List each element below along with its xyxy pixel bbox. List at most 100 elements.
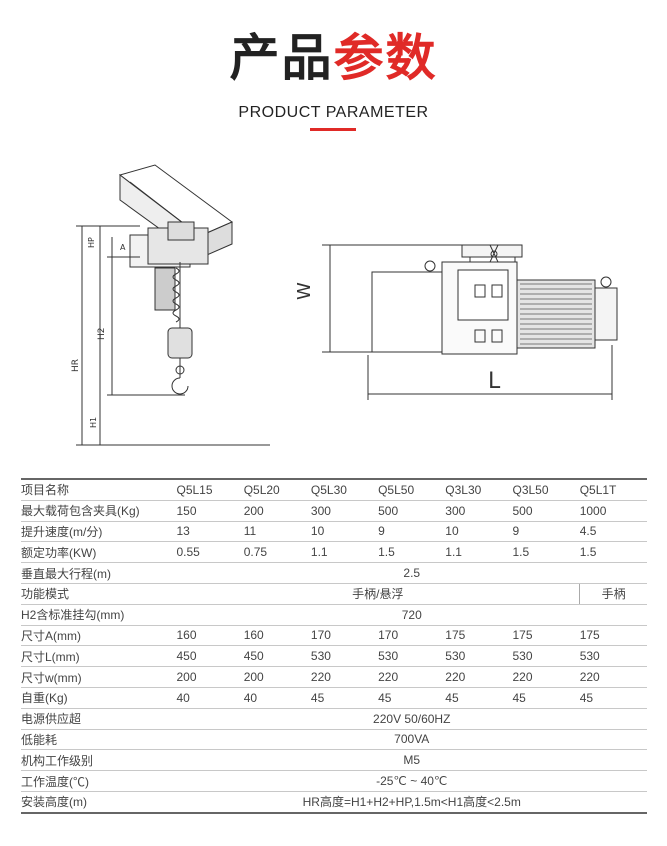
table-cell: 160 (176, 625, 244, 647)
dim-label-hp: HP (87, 237, 96, 248)
dim-label-hr: HR (71, 359, 81, 372)
table-cell: 200 (243, 500, 311, 522)
dim-label-h2: H2 (97, 328, 107, 341)
table-cell: 300 (310, 500, 379, 522)
table-cell: 530 (310, 645, 379, 668)
table-cell: Q3L30 (445, 477, 513, 501)
row-label: 安装高度(m) (21, 791, 177, 814)
row-label: 垂直最大行程(m) (21, 562, 177, 584)
table-cell: 10 (310, 521, 379, 543)
table-cell: 9 (512, 521, 580, 543)
table-cell: 10 (445, 521, 513, 543)
row-label: 尺寸L(mm) (21, 645, 177, 668)
table-cell: Q5L15 (176, 477, 244, 501)
table-cell: 160 (243, 625, 311, 647)
table-cell: 1.1 (310, 541, 379, 564)
table-cell-merged: HR高度=H1+H2+HP,1.5m<H1高度<2.5m (176, 791, 647, 814)
table-cell: 175 (445, 625, 513, 647)
table-cell-merged: 220V 50/60HZ (176, 708, 647, 730)
table-row: H2含标准挂勾(mm)720 (21, 604, 647, 626)
table-cell: 500 (378, 500, 446, 522)
table-cell: 175 (579, 625, 647, 647)
table-cell: Q5L1T (579, 477, 647, 501)
table-cell: Q5L20 (243, 477, 311, 501)
row-label: 额定功率(KW) (21, 541, 177, 564)
dim-label-a: A (120, 243, 126, 252)
table-cell: 170 (378, 625, 446, 647)
table-cell: 0.55 (176, 541, 244, 564)
table-cell: 11 (243, 521, 311, 543)
side-view-drawing: HP A H2 HR H1 (71, 164, 270, 446)
table-cell: 220 (378, 666, 446, 688)
table-cell: Q3L50 (512, 477, 580, 501)
row-label: 自重(Kg) (21, 687, 177, 709)
table-cell: 1000 (579, 500, 647, 522)
table-cell: 450 (243, 645, 311, 668)
row-label: 机构工作级别 (21, 749, 177, 772)
table-cell: 220 (310, 666, 379, 688)
table-cell: 40 (176, 687, 244, 709)
page-title: 产品参数 (0, 28, 667, 88)
title-part-1: 产品 (229, 29, 334, 87)
table-cell: 175 (512, 625, 580, 647)
table-cell: 200 (176, 666, 244, 688)
table-cell: 45 (310, 687, 379, 709)
table-row: 功能模式手柄/悬浮手柄 (21, 583, 647, 605)
table-cell: 1.5 (579, 541, 647, 564)
table-cell: 45 (445, 687, 513, 709)
row-label: 尺寸A(mm) (21, 625, 177, 647)
table-cell: 40 (243, 687, 311, 709)
table-cell: 0.75 (243, 541, 311, 564)
table-cell: Q5L50 (378, 477, 446, 501)
table-cell: Q5L30 (310, 477, 379, 501)
row-label: 项目名称 (21, 477, 177, 501)
table-cell: 150 (176, 500, 244, 522)
page-subtitle: PRODUCT PARAMETER (238, 104, 429, 121)
row-label: 电源供应超 (21, 708, 177, 730)
table-row: 安装高度(m)HR高度=H1+H2+HP,1.5m<H1高度<2.5m (21, 791, 647, 814)
row-label: 尺寸w(mm) (21, 666, 177, 688)
table-cell: 1.5 (512, 541, 580, 564)
table-cell: 300 (445, 500, 513, 522)
table-cell: 530 (445, 645, 513, 668)
table-cell: 500 (512, 500, 580, 522)
row-label: 提升速度(m/分) (21, 521, 177, 543)
table-cell: 45 (512, 687, 580, 709)
dim-label-h1: H1 (89, 417, 98, 428)
row-label: 低能耗 (21, 729, 177, 751)
table-cell: 45 (378, 687, 446, 709)
table-cell: 手柄 (579, 583, 647, 605)
product-drawing: HP A H2 HR H1 (71, 164, 618, 446)
table-cell: 200 (243, 666, 311, 688)
table-cell-merged: 手柄/悬浮 (176, 583, 580, 605)
table-cell-merged: M5 (176, 749, 647, 772)
table-cell: 13 (176, 521, 244, 543)
table-cell-merged: -25℃ ~ 40℃ (176, 770, 647, 792)
table-row: 垂直最大行程(m)2.5 (21, 562, 647, 584)
row-label: H2含标准挂勾(mm) (21, 604, 177, 626)
table-cell-merged: 700VA (176, 729, 647, 751)
table-cell: 530 (579, 645, 647, 668)
row-label: 工作温度(℃) (21, 770, 177, 792)
table-cell: 220 (445, 666, 513, 688)
front-view-drawing: W L (294, 244, 618, 400)
subtitle-underline (310, 128, 356, 131)
table-cell: 9 (378, 521, 446, 543)
table-cell: 530 (512, 645, 580, 668)
table-cell: 45 (579, 687, 647, 709)
table-cell: 450 (176, 645, 244, 668)
table-row: 工作温度(℃)-25℃ ~ 40℃ (21, 770, 647, 792)
table-cell-merged: 720 (176, 604, 647, 626)
table-cell: 220 (579, 666, 647, 688)
row-label: 最大载荷包含夹具(Kg) (21, 500, 177, 522)
